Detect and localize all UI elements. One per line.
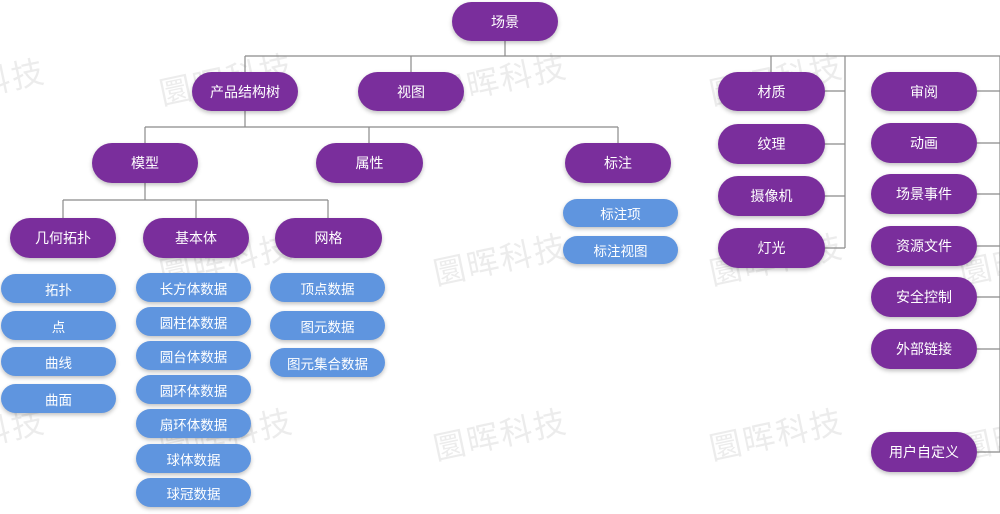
node-element-data[interactable]: 图元数据	[270, 311, 385, 340]
node-point[interactable]: 点	[1, 311, 116, 340]
node-scene-event[interactable]: 场景事件	[871, 174, 977, 214]
node-torus-data[interactable]: 圆环体数据	[136, 375, 251, 404]
node-model[interactable]: 模型	[92, 143, 198, 183]
node-material[interactable]: 材质	[718, 72, 825, 111]
watermark: 圜晖科技	[429, 227, 571, 293]
node-view[interactable]: 视图	[358, 72, 464, 111]
node-light[interactable]: 灯光	[718, 228, 825, 268]
node-curve[interactable]: 曲线	[1, 347, 116, 376]
node-frustum-data[interactable]: 圆台体数据	[136, 341, 251, 370]
node-annotation-view[interactable]: 标注视图	[563, 236, 678, 264]
node-security-control[interactable]: 安全控制	[871, 277, 977, 317]
node-annotation[interactable]: 标注	[565, 143, 671, 183]
node-product-tree[interactable]: 产品结构树	[192, 72, 298, 111]
node-camera[interactable]: 摄像机	[718, 176, 825, 216]
node-element-set-data[interactable]: 图元集合数据	[270, 348, 385, 377]
node-cuboid-data[interactable]: 长方体数据	[136, 273, 251, 302]
node-texture[interactable]: 纹理	[718, 124, 825, 164]
node-review[interactable]: 审阅	[871, 72, 977, 111]
node-vertex-data[interactable]: 顶点数据	[270, 273, 385, 302]
node-mesh[interactable]: 网格	[275, 218, 382, 258]
node-animation[interactable]: 动画	[871, 123, 977, 163]
node-sector-ring-data[interactable]: 扇环体数据	[136, 409, 251, 438]
watermark: 圜晖科技	[429, 402, 571, 468]
node-user-defined[interactable]: 用户自定义	[871, 432, 977, 472]
node-sphere-data[interactable]: 球体数据	[136, 444, 251, 473]
node-surface[interactable]: 曲面	[1, 384, 116, 413]
node-cylinder-data[interactable]: 圆柱体数据	[136, 307, 251, 336]
node-external-link[interactable]: 外部链接	[871, 329, 977, 369]
node-annotation-item[interactable]: 标注项	[563, 199, 678, 227]
node-primitive[interactable]: 基本体	[143, 218, 249, 258]
node-geometry-topology[interactable]: 几何拓扑	[10, 218, 116, 258]
node-resource-file[interactable]: 资源文件	[871, 226, 977, 266]
node-scene[interactable]: 场景	[452, 2, 558, 41]
node-attribute[interactable]: 属性	[316, 143, 423, 183]
node-spherical-cap-data[interactable]: 球冠数据	[136, 478, 251, 507]
watermark: 圜晖科技	[705, 402, 847, 468]
node-topology[interactable]: 拓扑	[1, 274, 116, 303]
watermark: 圜晖科技	[0, 52, 49, 118]
